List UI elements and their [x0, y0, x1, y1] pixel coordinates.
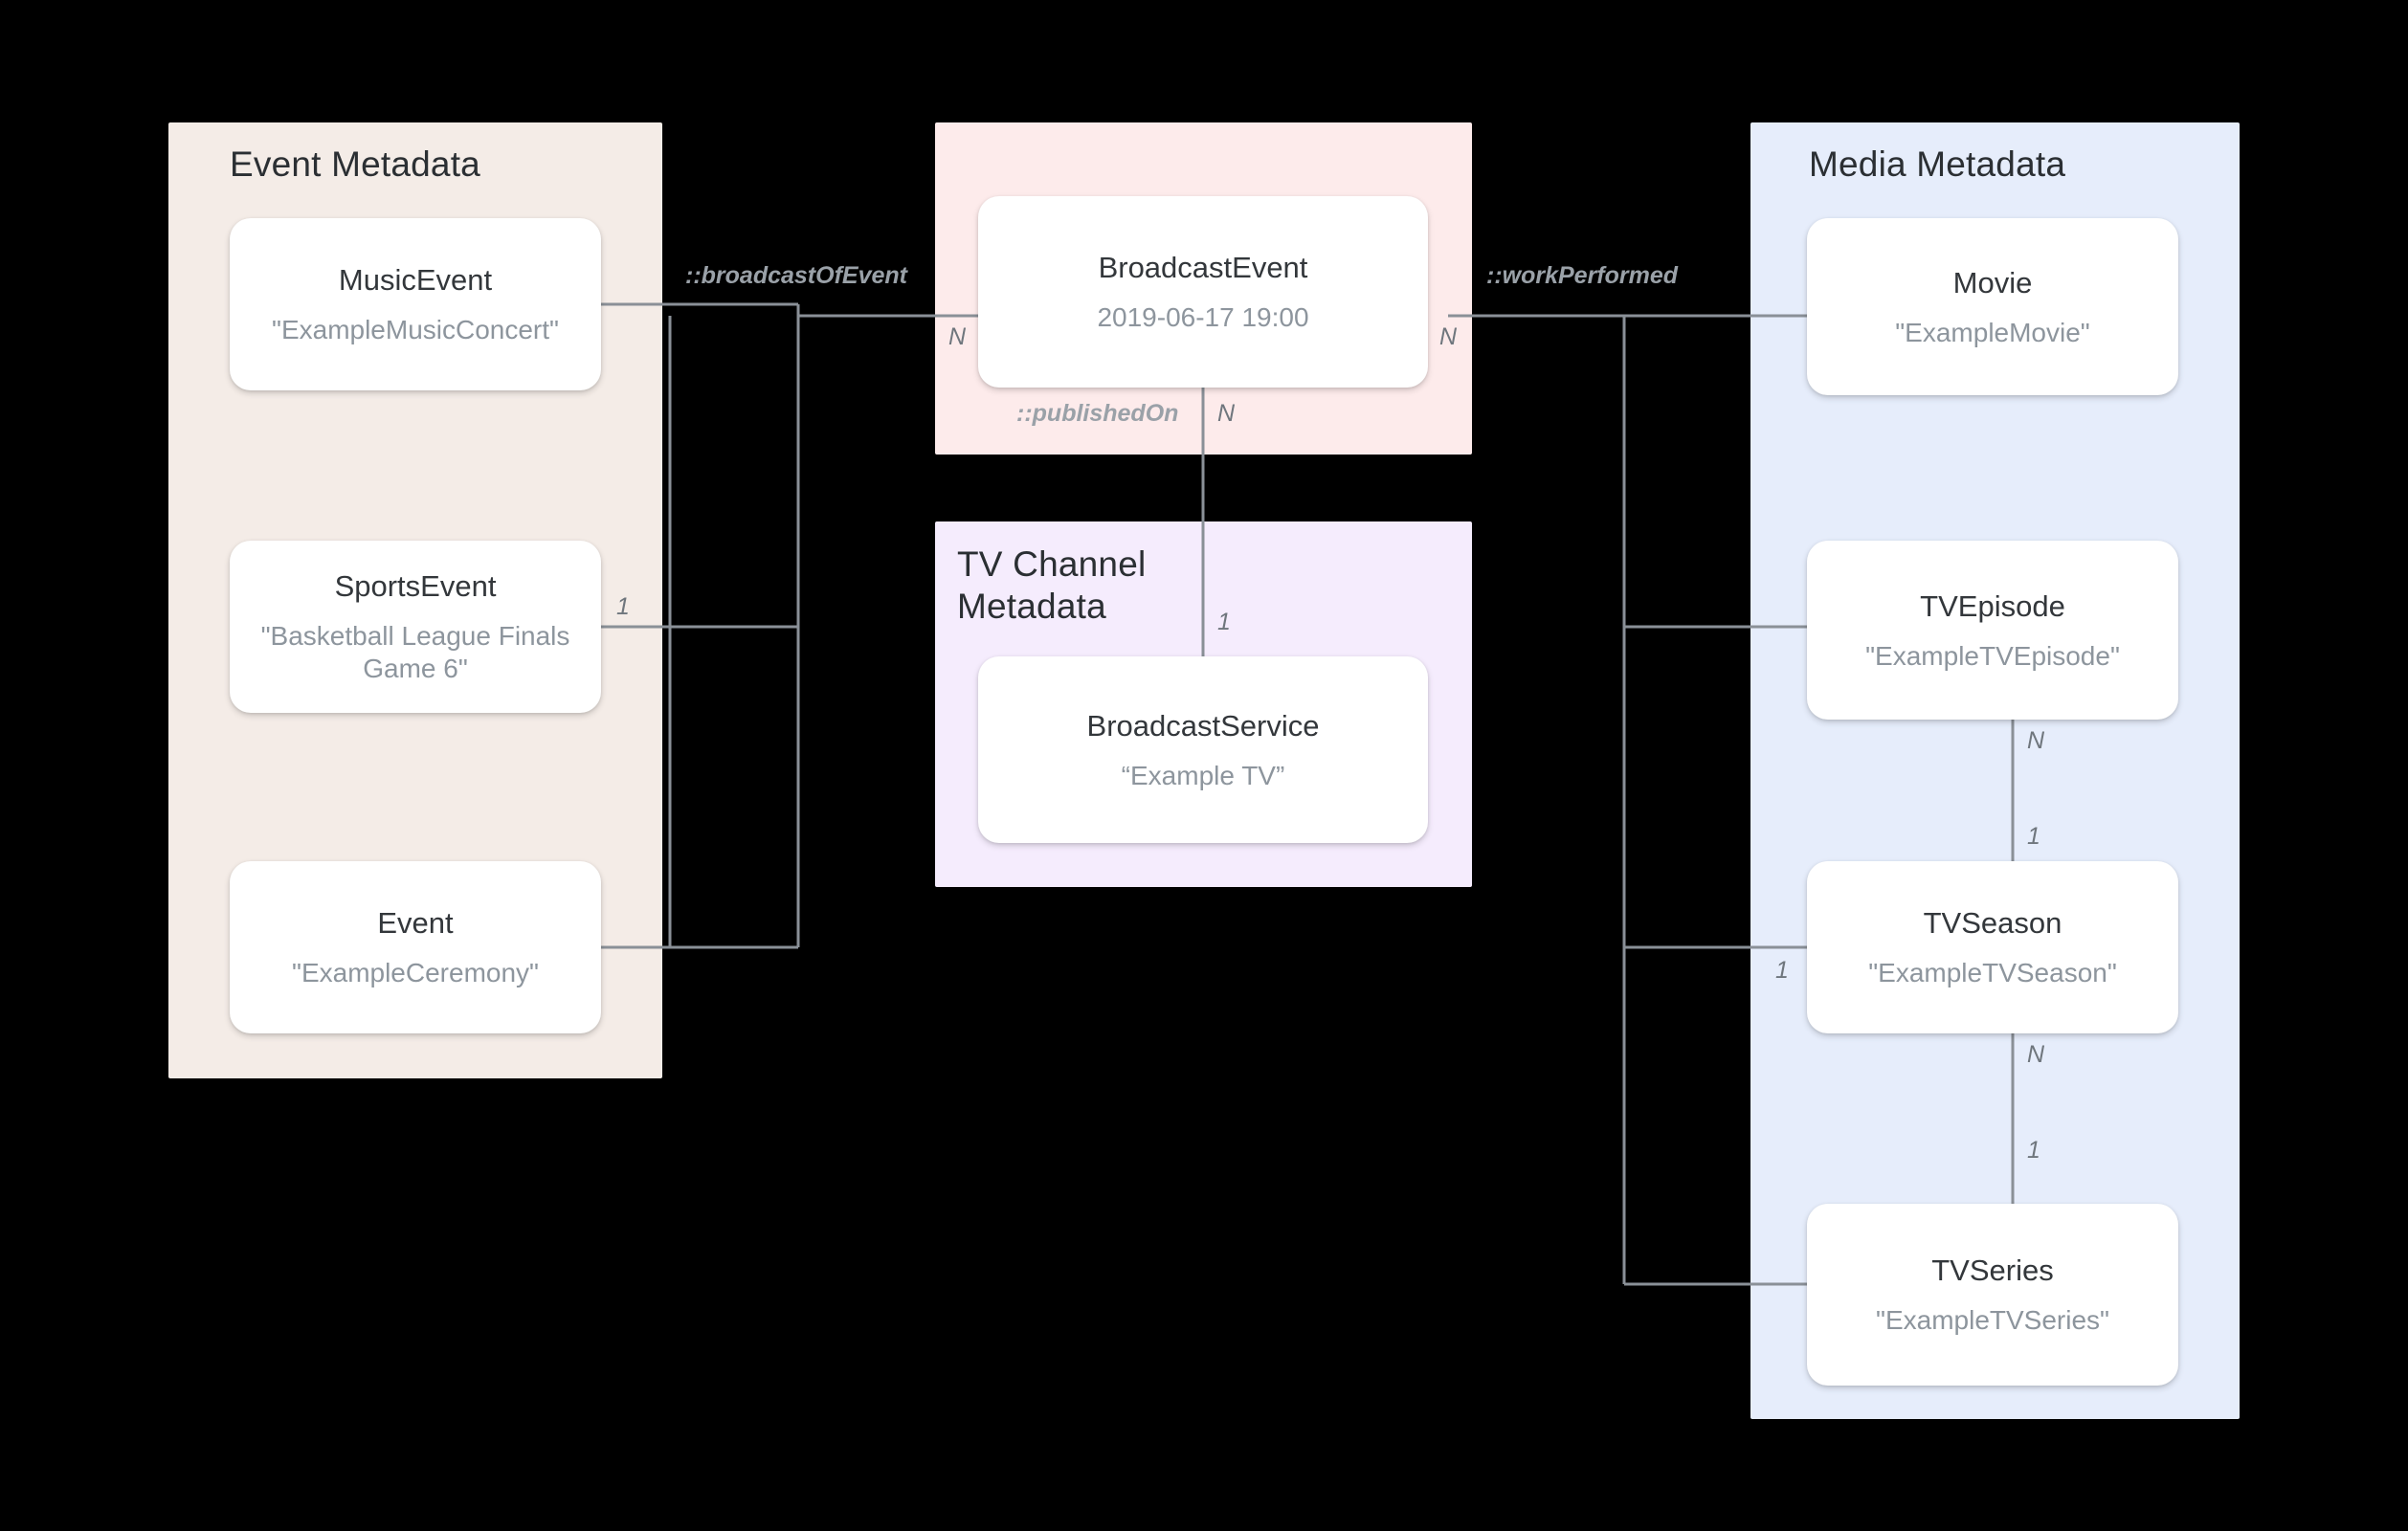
node-broadcastservice-title: BroadcastService — [1086, 708, 1320, 743]
cardinality-tvseason-left: 1 — [1775, 957, 1789, 984]
node-tvepisode-value: "ExampleTVEpisode" — [1865, 640, 2120, 671]
node-tvepisode[interactable]: TVEpisode "ExampleTVEpisode" — [1807, 541, 2178, 720]
panel-title-tv-channel-metadata: TV Channel Metadata — [957, 544, 1147, 626]
node-event-title: Event — [377, 906, 454, 940]
cardinality-sportsevent: 1 — [616, 593, 630, 620]
node-tvseries-value: "ExampleTVSeries" — [1876, 1305, 2109, 1335]
node-event[interactable]: Event "ExampleCeremony" — [230, 861, 601, 1033]
panel-title-media-metadata: Media Metadata — [1809, 144, 2066, 184]
node-movie-value: "ExampleMovie" — [1895, 317, 2090, 347]
node-tvseries-title: TVSeries — [1931, 1254, 2054, 1287]
edge-label-publishedon: ::publishedOn — [1016, 400, 1179, 427]
cardinality-tvseason-top: 1 — [2027, 823, 2040, 850]
node-sportsevent-value: "Basketball League Finals Game 6" — [260, 621, 570, 683]
node-broadcastevent-title: BroadcastEvent — [1098, 251, 1308, 284]
edge-label-broadcastofevent: ::broadcastOfEvent — [685, 262, 907, 289]
node-sportsevent[interactable]: SportsEvent "Basketball League Finals Ga… — [230, 541, 601, 713]
edge-label-workperformed: ::workPerformed — [1486, 262, 1679, 289]
node-musicevent[interactable]: MusicEvent "ExampleMusicConcert" — [230, 218, 601, 390]
node-tvseason-title: TVSeason — [1923, 906, 2062, 940]
node-tvseries[interactable]: TVSeries "ExampleTVSeries" — [1807, 1204, 2178, 1386]
node-musicevent-value: "ExampleMusicConcert" — [272, 315, 559, 344]
node-tvepisode-title: TVEpisode — [1920, 588, 2065, 623]
node-musicevent-title: MusicEvent — [338, 263, 493, 297]
cardinality-tvseason-n: N — [2027, 1041, 2045, 1068]
node-broadcastservice-value: “Example TV” — [1121, 760, 1285, 790]
cardinality-publishedon-n: N — [1217, 400, 1236, 427]
cardinality-tvseries-top: 1 — [2027, 1137, 2040, 1164]
cardinality-tvepisode-n: N — [2027, 727, 2045, 754]
panel-title-event-metadata: Event Metadata — [230, 144, 480, 184]
node-broadcastevent[interactable]: BroadcastEvent 2019-06-17 19:00 — [978, 196, 1428, 388]
node-tvseason[interactable]: TVSeason "ExampleTVSeason" — [1807, 861, 2178, 1033]
node-tvseason-value: "ExampleTVSeason" — [1868, 958, 2117, 987]
cardinality-broadcastservice-top: 1 — [1217, 609, 1231, 635]
node-event-value: "ExampleCeremony" — [292, 958, 539, 987]
node-broadcastevent-value: 2019-06-17 19:00 — [1097, 302, 1309, 332]
node-broadcastservice[interactable]: BroadcastService “Example TV” — [978, 656, 1428, 843]
node-sportsevent-title: SportsEvent — [334, 569, 497, 603]
cardinality-broadcastevent-right: N — [1439, 323, 1458, 350]
cardinality-broadcastevent-left: N — [948, 323, 967, 350]
node-movie[interactable]: Movie "ExampleMovie" — [1807, 218, 2178, 395]
node-movie-title: Movie — [1952, 265, 2033, 300]
